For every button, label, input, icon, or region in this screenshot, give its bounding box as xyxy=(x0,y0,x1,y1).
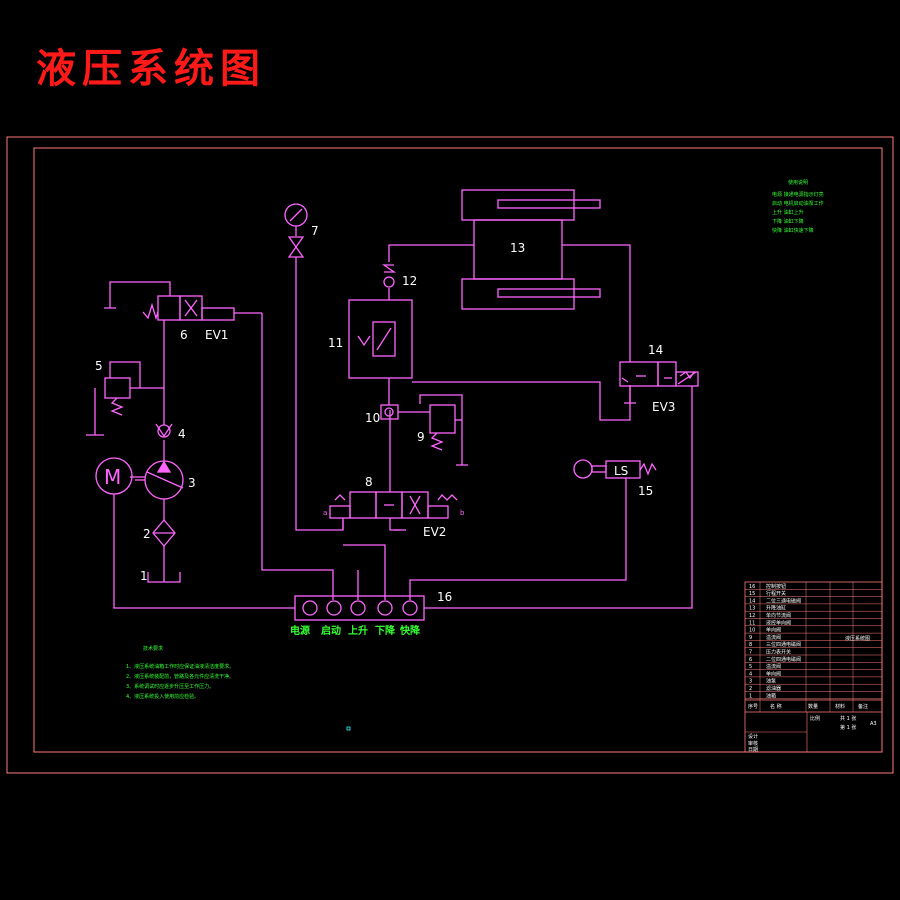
outer-frame xyxy=(6,136,894,774)
label-11: 11 xyxy=(328,336,343,350)
button-label-down: 下降 xyxy=(375,624,396,637)
bom-header-note: 备注 xyxy=(858,703,868,710)
drawing-title: 液压系统图 xyxy=(36,45,266,92)
label-ev2: EV2 xyxy=(423,525,446,539)
label-8: 8 xyxy=(365,475,373,489)
tb-scale: 比例 xyxy=(810,715,820,722)
bom-row-number: 12 xyxy=(749,613,755,619)
bom-row-number: 5 xyxy=(749,664,752,670)
note-1: 1、液压系统油箱工作时应保证油液清洁度要求。 xyxy=(126,663,234,670)
label-3: 3 xyxy=(188,476,196,490)
bom-row-name: 行程开关 xyxy=(766,590,786,597)
legend-title: 使用说明 xyxy=(788,179,808,186)
bom-row-number: 16 xyxy=(749,584,755,590)
bom-row-name: 油泵 xyxy=(766,678,776,685)
bom-row-number: 3 xyxy=(749,679,752,685)
legend-1: 电源 接通电源指示灯亮 xyxy=(772,191,824,198)
bom-row-name: 单向阀 xyxy=(766,627,781,634)
bom-header-material: 材料 xyxy=(835,703,845,710)
label-12: 12 xyxy=(402,274,417,288)
bom-row-number: 1 xyxy=(749,693,752,699)
legend-4: 下降 油缸下降 xyxy=(772,218,804,225)
button-label-fast-down: 快降 xyxy=(399,624,421,637)
bom-row-name: 油箱 xyxy=(766,692,776,699)
bom-row-number: 13 xyxy=(749,606,755,612)
bom-row-number: 2 xyxy=(749,686,752,692)
inner-frame xyxy=(33,147,883,753)
legend-2: 启动 电机启动油泵工作 xyxy=(772,200,824,207)
label-ev3: EV3 xyxy=(652,400,675,414)
bom-row-number: 9 xyxy=(749,635,752,641)
bom-row-name: 单向节流阀 xyxy=(766,612,791,619)
tb-designer: 设计 xyxy=(748,733,758,740)
port-b-label: b xyxy=(460,509,465,517)
bom-row-name: 溢流阀 xyxy=(766,663,781,670)
label-7: 7 xyxy=(311,224,319,238)
bom-row-number: 7 xyxy=(749,650,752,656)
tb-sheet: 第 1 张 xyxy=(840,724,856,731)
bom-row-number: 10 xyxy=(749,628,755,634)
bom-header-qty: 数量 xyxy=(808,703,818,710)
bom-row-name: 二位三通电磁阀 xyxy=(766,597,801,604)
label-14: 14 xyxy=(648,343,663,357)
bom-row-name: 液控单向阀 xyxy=(766,619,791,626)
label-10: 10 xyxy=(365,411,380,425)
note-4: 4、液压系统投入使用前应检验。 xyxy=(126,693,199,700)
tb-size: A3 xyxy=(870,721,877,727)
button-label-up: 上升 xyxy=(348,624,368,637)
label-1: 1 xyxy=(140,569,148,583)
bom-row-number: 6 xyxy=(749,657,752,663)
label-ls: LS xyxy=(614,464,628,478)
bom-row-name: 升降油缸 xyxy=(766,605,786,612)
label-2: 2 xyxy=(143,527,151,541)
tb-checker: 审核 xyxy=(748,740,758,747)
bom-row-number: 15 xyxy=(749,591,755,597)
legend-5: 快降 油缸快速下降 xyxy=(772,227,814,234)
bom-row-number: 8 xyxy=(749,642,752,648)
legend-3: 上升 油缸上升 xyxy=(772,209,804,216)
tb-drawing-name: 液压系统图 xyxy=(845,635,870,642)
center-marker xyxy=(346,726,351,731)
button-label-start: 启动 xyxy=(321,624,341,637)
tb-total: 共 1 张 xyxy=(840,715,856,722)
port-a-label: a xyxy=(323,509,327,517)
bom-row-name: 二位四通电磁阀 xyxy=(766,656,801,663)
bom-row-name: 滤油器 xyxy=(766,685,781,692)
label-5: 5 xyxy=(95,359,103,373)
label-16: 16 xyxy=(437,590,452,604)
bom-header-name: 名 称 xyxy=(770,703,782,710)
label-13: 13 xyxy=(510,241,525,255)
label-15: 15 xyxy=(638,484,653,498)
bom-row-name: 三位四通电磁阀 xyxy=(766,641,801,648)
bom-row-name: 溢流阀 xyxy=(766,634,781,641)
bom-row-name: 控制按钮 xyxy=(766,583,786,590)
bom-row-number: 4 xyxy=(749,671,752,677)
bom-row-name: 压力表开关 xyxy=(766,649,791,656)
bom-header-seq: 序号 xyxy=(748,703,758,710)
tb-date: 日期 xyxy=(748,747,758,753)
bom-row-number: 14 xyxy=(749,598,755,604)
bom-row-number: 11 xyxy=(749,620,755,626)
label-6: 6 xyxy=(180,328,188,342)
motor-label: M xyxy=(104,465,121,489)
label-ev1: EV1 xyxy=(205,328,228,342)
button-label-power: 电源 xyxy=(290,624,310,637)
schematic-lines xyxy=(86,189,699,621)
note-3: 3、系统调试时应逐步升压至工作压力。 xyxy=(126,683,214,690)
label-9: 9 xyxy=(417,430,425,444)
label-4: 4 xyxy=(178,427,186,441)
note-2: 2、液压系统装配前，管路及各元件应清洗干净。 xyxy=(126,673,234,680)
bom-row-name: 单向阀 xyxy=(766,670,781,677)
notes-title: 技术要求 xyxy=(143,645,163,652)
